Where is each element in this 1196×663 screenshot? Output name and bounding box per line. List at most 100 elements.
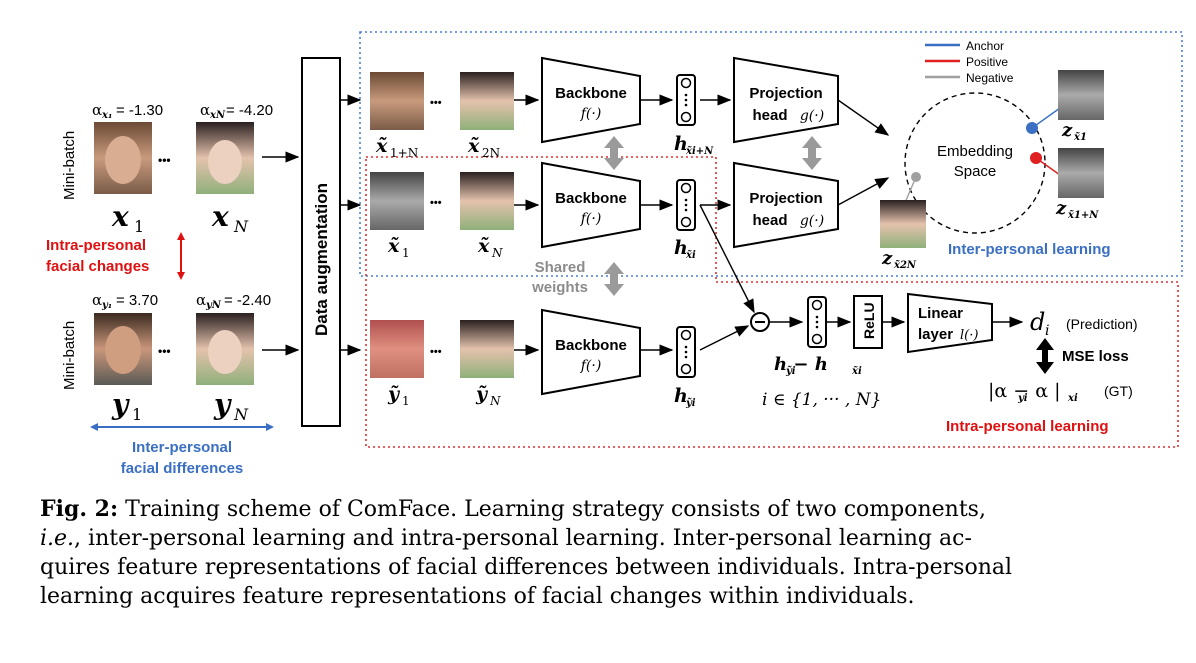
face-y1-aug (370, 320, 424, 378)
shared-weights-label-1: Shared (535, 259, 586, 276)
feature-vector-row2 (676, 179, 696, 231)
svg-text:= 3.70: = 3.70 (116, 292, 158, 309)
svg-text:x̃: x̃ (467, 135, 480, 157)
svg-text:head: head (752, 212, 787, 229)
intra-changes-label-2: facial changes (46, 258, 149, 275)
svg-text:ỹi: ỹi (785, 366, 796, 377)
h-row1-label: h x̃i+N (674, 133, 714, 157)
caption-text-4: learning acquires feature representation… (40, 584, 915, 609)
svg-text:z: z (1055, 198, 1067, 219)
svg-text:z: z (881, 248, 893, 269)
shared-weights-label-2: weights (531, 279, 588, 296)
svg-text:1: 1 (402, 394, 410, 408)
relu-box: ReLU (853, 295, 883, 349)
z2N-label: z x̃2N (881, 248, 917, 271)
svg-text:x̃2N: x̃2N (893, 260, 917, 271)
svg-text:f(·): f(·) (580, 358, 602, 374)
face-yN-aug (460, 320, 514, 378)
svg-text:h: h (674, 237, 688, 259)
svg-text:xN: xN (209, 110, 226, 121)
y1-symbol: y 1 (111, 388, 142, 424)
embedding-label-2: Space (954, 163, 997, 180)
svg-text:|α − α |: |α − α | (988, 380, 1061, 402)
alpha-x1-label: α x₁ = -1.30 (92, 101, 163, 121)
svg-text:y: y (111, 388, 130, 421)
svg-text:N: N (233, 217, 249, 236)
svg-text:1: 1 (132, 405, 142, 424)
arrow-proj2-embed (837, 177, 890, 206)
red-vertical-arrow (177, 232, 185, 280)
h-row2-label: h x̃i (674, 237, 696, 261)
svg-text:yN: yN (205, 300, 222, 311)
h-diff-label: h − h ỹi x̃i (774, 354, 862, 377)
shared-arrow-1 (604, 136, 624, 170)
svg-text:α: α (92, 101, 102, 119)
blue-horizontal-arrow (90, 423, 274, 431)
legend: Anchor Positive Negative (925, 39, 1014, 85)
svg-text:1+N: 1+N (390, 146, 418, 160)
data-augmentation-box (301, 57, 341, 427)
svg-text:= -2.40: = -2.40 (224, 292, 271, 309)
yN-tilde-label: ỹ N (475, 383, 501, 408)
ellipsis-row2: ••• (430, 197, 442, 209)
inter-personal-region (359, 31, 1183, 277)
gt-label: (GT) (1104, 383, 1133, 399)
y1-tilde-label: ỹ 1 (387, 383, 410, 408)
d-i-label: d i (1030, 308, 1049, 339)
arrow-h2-minus (699, 204, 755, 314)
svg-text:f(·): f(·) (580, 106, 602, 122)
x2N-tilde-label: x̃ 2N (467, 135, 500, 160)
svg-text:Positive: Positive (966, 55, 1008, 69)
minibatch-top-label: Mini-batch (61, 131, 78, 200)
face-x1N-aug (370, 72, 424, 130)
intra-personal-region (365, 156, 1179, 448)
x1N-tilde-label: x̃ 1+N (375, 135, 418, 160)
svg-text:Projection: Projection (749, 85, 822, 102)
caption-fig-label: Fig. 2: (40, 496, 119, 522)
figure-caption: Fig. 2: Training scheme of ComFace. Lear… (40, 495, 1160, 611)
svg-text:Negative: Negative (966, 71, 1014, 85)
svg-text:1: 1 (402, 246, 410, 260)
figure-diagram: Mini-batch Mini-batch α x₁ = -1.30 α xN … (46, 31, 1183, 477)
caption-text-2: , inter-personal learning and intra-pers… (74, 526, 972, 551)
intra-personal-learning-label: Intra-personal learning (946, 418, 1109, 435)
positive-point (1030, 152, 1042, 164)
inter-personal-learning-label: Inter-personal learning (948, 241, 1111, 258)
ellipsis-bottom: ••• (158, 344, 171, 358)
face-xN-shape (208, 140, 242, 184)
svg-text:Backbone: Backbone (555, 190, 627, 207)
face-x1-aug (370, 172, 424, 230)
face-x2N-aug (460, 72, 514, 130)
svg-text:x: x (211, 200, 229, 233)
projection-head-row1: Projection head g(·) (733, 56, 839, 144)
embedding-label-1: Embedding (937, 143, 1013, 160)
svg-text:ỹ: ỹ (475, 383, 489, 405)
minibatch-bottom-label: Mini-batch (61, 321, 78, 390)
embedding-space-circle (904, 92, 1046, 234)
face-y1-shape (105, 326, 141, 374)
anchor-point (1026, 122, 1038, 134)
svg-text:l(·): l(·) (960, 328, 978, 343)
alpha-yN-label: α yN = -2.40 (196, 291, 271, 311)
inter-diffs-label-1: Inter-personal (132, 439, 232, 456)
backbone-row1: Backbone f(·) (541, 56, 641, 144)
ellipsis-row3: ••• (430, 346, 442, 358)
svg-text:x̃1: x̃1 (1073, 132, 1087, 143)
caption-text-3: quires feature representations of facial… (40, 555, 1013, 580)
svg-text:N: N (489, 394, 501, 408)
negative-point (911, 172, 921, 182)
prediction-label: (Prediction) (1066, 316, 1138, 332)
svg-text:x₁: x₁ (101, 110, 112, 121)
projection-head-row2: Projection head g(·) (733, 161, 839, 249)
mse-double-arrow (1036, 338, 1054, 374)
arrow-h3-minus (699, 325, 750, 351)
inter-diffs-label-2: facial differences (121, 460, 244, 477)
svg-text:ReLU: ReLU (861, 302, 877, 339)
face-z2N (880, 200, 926, 248)
caption-text-1: Training scheme of ComFace. Learning str… (118, 497, 986, 522)
mse-loss-label: MSE loss (1062, 348, 1129, 365)
yN-symbol: y N (213, 388, 249, 424)
face-z1N (1058, 148, 1104, 198)
svg-text:x̃i: x̃i (851, 366, 862, 377)
index-range-label: i ∈ {1, ··· , N} (762, 390, 881, 410)
